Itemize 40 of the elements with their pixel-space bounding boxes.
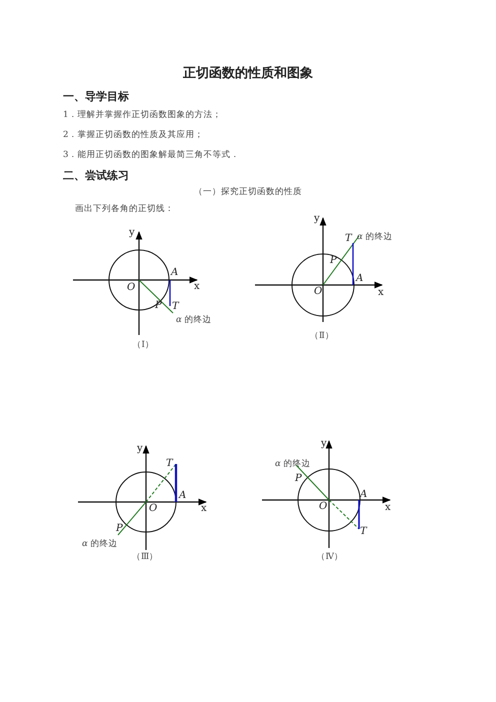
figure-caption: （Ⅰ） (132, 341, 154, 350)
axis-label: x (201, 504, 207, 514)
point-label: P (155, 301, 162, 311)
point-label: O (127, 283, 136, 293)
axis-label: y (137, 444, 143, 454)
goal-item: 1．理解并掌握作正切函数图象的方法； (63, 111, 222, 120)
point-label: A (356, 274, 364, 284)
point-label: P (295, 474, 302, 484)
terminal-side-label: α 的终边 (82, 540, 118, 548)
figure-caption: （Ⅲ） (132, 553, 158, 562)
page-title: 正切函数的性质和图象 (183, 67, 313, 80)
point-label: T (166, 459, 173, 469)
point-label: P (116, 524, 123, 534)
point-label: T (345, 234, 352, 244)
subsection-heading: （一）探究正切函数的性质 (194, 188, 302, 196)
point-label: T (360, 527, 367, 537)
figure-caption: （Ⅱ） (310, 332, 334, 340)
point-label: A (179, 491, 186, 501)
axis-label: y (129, 228, 135, 238)
point-label: O (149, 504, 158, 514)
point-label: A (171, 268, 178, 278)
instruction-text: 画出下列各角的正切线： (75, 205, 174, 214)
section-heading: 二、尝试练习 (63, 170, 129, 181)
figure-caption: （Ⅳ） (316, 553, 343, 562)
axis-label: x (194, 282, 200, 292)
point-label: T (172, 302, 179, 312)
terminal-side-label: α 的终边 (275, 460, 310, 468)
section-heading: 一、导学目标 (63, 91, 129, 102)
axis-label: y (314, 214, 320, 224)
terminal-side-label: α 的终边 (357, 233, 392, 242)
axis-label: x (385, 503, 391, 513)
goal-item: 2．掌握正切函数的性质及其应用； (63, 131, 204, 140)
point-label: O (319, 502, 328, 512)
point-label: A (360, 490, 368, 500)
goal-item: 3．能用正切函数的图象解最简三角不等式． (63, 151, 240, 160)
point-label: P (330, 256, 337, 266)
axis-label: x (378, 288, 384, 298)
terminal-side-label: α 的终边 (176, 316, 212, 324)
point-label: O (314, 287, 322, 297)
axis-label: y (321, 439, 327, 449)
